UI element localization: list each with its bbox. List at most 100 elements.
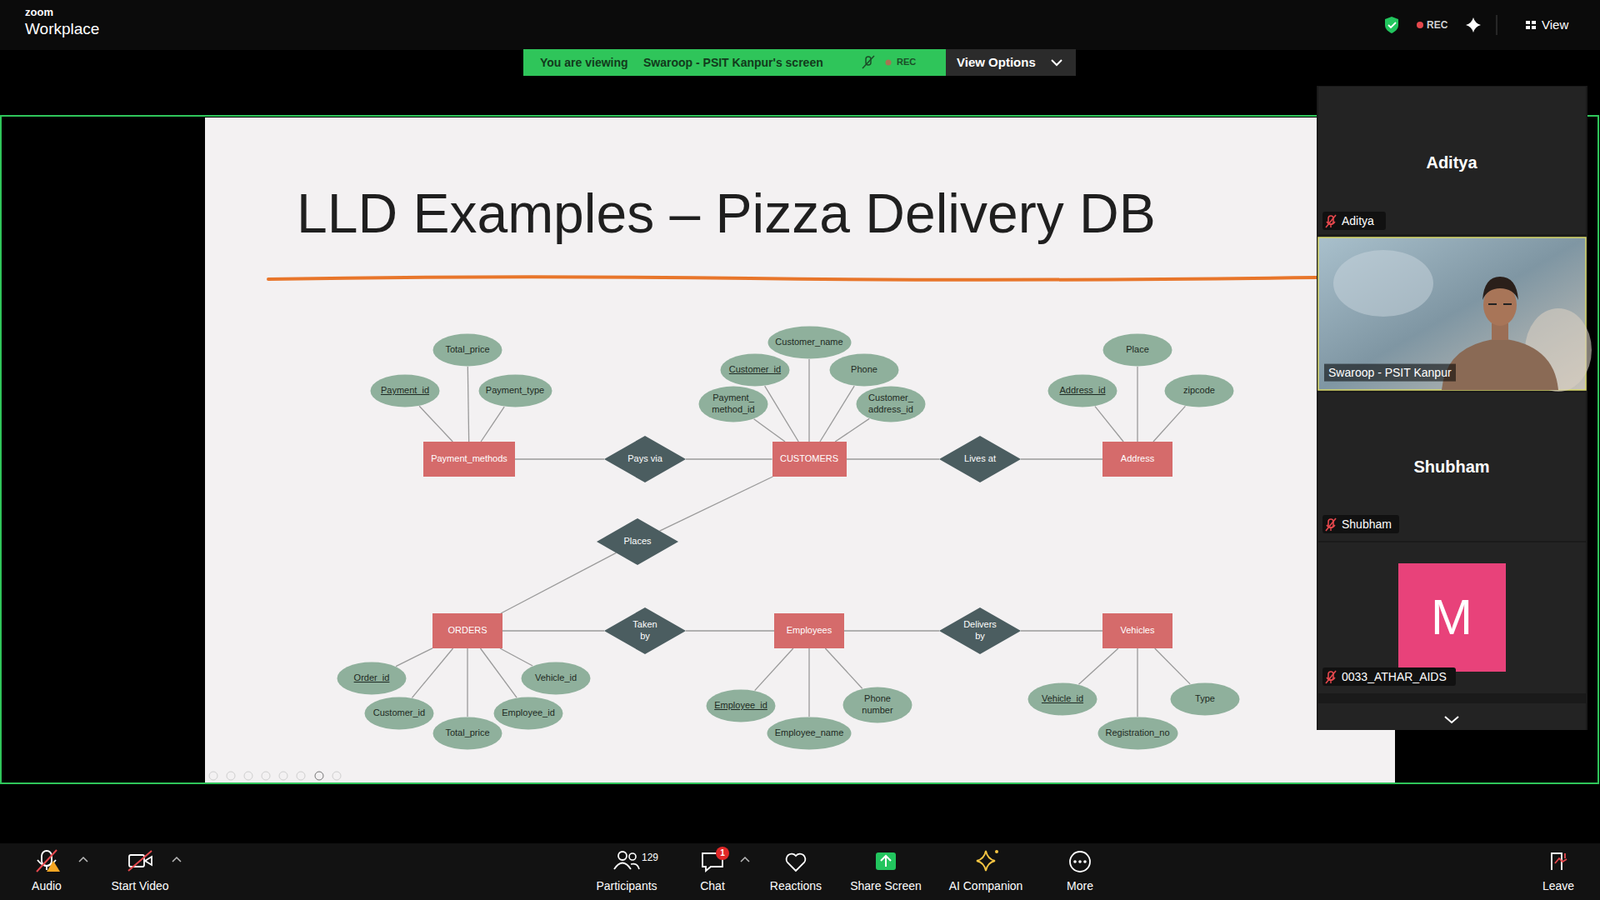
participant-label: Shubham bbox=[1341, 517, 1392, 532]
relationship-diamond: Pays via bbox=[604, 435, 686, 483]
attribute-ellipse: Address_id bbox=[1047, 374, 1118, 408]
toolbar-label: Participants bbox=[595, 879, 657, 894]
entity-box: ORDERS bbox=[432, 613, 503, 649]
relationship-diamond: Places bbox=[596, 518, 679, 565]
node-text: Delivers by bbox=[963, 619, 997, 643]
attribute-ellipse: Payment_type bbox=[478, 374, 553, 408]
attribute-ellipse: Total_price bbox=[432, 333, 503, 367]
entity-box: CUSTOMERS bbox=[772, 441, 847, 477]
participant-label: Aditya bbox=[1341, 214, 1375, 229]
node-text: Employee_id bbox=[501, 707, 555, 720]
relationship-line bbox=[755, 648, 794, 691]
relationship-line bbox=[480, 406, 505, 442]
node-text: Customer_ address_id bbox=[868, 392, 914, 416]
entity-box: Payment_methods bbox=[423, 441, 515, 477]
attribute-ellipse: Registration_no bbox=[1097, 716, 1179, 750]
relationship-line bbox=[480, 648, 517, 698]
attribute-ellipse: Payment_id bbox=[370, 374, 440, 408]
view-options-button: View Options bbox=[956, 55, 1036, 70]
relationship-diamond: Lives at bbox=[939, 435, 1021, 483]
relationship-line bbox=[660, 476, 774, 531]
attribute-ellipse: Phone bbox=[829, 353, 900, 387]
relationship-line bbox=[1078, 648, 1118, 685]
view-menu: View bbox=[1541, 17, 1569, 33]
node-text: Payment_ method_id bbox=[711, 392, 755, 416]
node-text: Vehicles bbox=[1120, 625, 1155, 637]
relationship-line bbox=[846, 458, 940, 460]
node-text: Vehicle_id bbox=[535, 672, 577, 685]
participant-label: 0033_ATHAR_AIDS bbox=[1341, 670, 1447, 685]
participant-name: Aditya bbox=[1425, 152, 1477, 173]
node-text: Vehicle_id bbox=[1041, 693, 1084, 705]
node-text: Lives at bbox=[964, 453, 996, 465]
relationship-line bbox=[419, 405, 453, 442]
relationship-line bbox=[754, 419, 785, 442]
banner-text: You are viewing bbox=[540, 55, 629, 70]
node-text: Place bbox=[1125, 344, 1150, 356]
recording-indicator: REC bbox=[1426, 19, 1448, 31]
relationship-line bbox=[515, 458, 605, 460]
attribute-ellipse: Customer_name bbox=[767, 325, 852, 360]
relationship-line bbox=[1020, 458, 1103, 460]
participant-count: 129 bbox=[641, 851, 659, 864]
slide-title: LLD Examples – Pizza Delivery DB bbox=[296, 182, 1156, 246]
attribute-ellipse: Total_price bbox=[432, 716, 503, 750]
node-text: Registration_no bbox=[1105, 727, 1170, 740]
relationship-diamond: Delivers by bbox=[939, 607, 1021, 655]
node-text: Type bbox=[1195, 693, 1215, 705]
node-text: Employee_id bbox=[714, 700, 768, 712]
toolbar-label: More bbox=[1066, 879, 1094, 894]
attribute-ellipse: Vehicle_id bbox=[1027, 682, 1098, 716]
relationship-line bbox=[466, 648, 468, 717]
entity-box: Address bbox=[1102, 441, 1173, 477]
node-text: Phone bbox=[850, 364, 878, 376]
node-text: Order_id bbox=[354, 672, 390, 685]
toolbar-label: Share Screen bbox=[850, 879, 922, 894]
toolbar-label: AI Companion bbox=[949, 879, 1024, 894]
node-text: zipcode bbox=[1183, 385, 1215, 397]
relationship-line bbox=[820, 385, 855, 442]
relationship-diamond: Taken by bbox=[604, 607, 686, 655]
attribute-ellipse: Vehicle_id bbox=[520, 661, 591, 695]
node-text: Payment_id bbox=[380, 385, 430, 397]
relationship-line bbox=[1155, 648, 1190, 685]
relationship-line bbox=[500, 648, 533, 666]
node-text: Address_id bbox=[1059, 385, 1105, 397]
relationship-line bbox=[825, 648, 862, 689]
participant-label: Swaroop - PSIT Kanpur bbox=[1324, 364, 1456, 382]
node-text: Total_price bbox=[445, 727, 490, 740]
attribute-ellipse: Employee_id bbox=[705, 689, 776, 723]
node-text: Address bbox=[1120, 453, 1155, 465]
relationship-line bbox=[1153, 405, 1185, 442]
node-text: ORDERS bbox=[447, 625, 487, 637]
attribute-ellipse: Employee_name bbox=[766, 716, 852, 750]
relationship-line bbox=[1095, 406, 1124, 442]
toolbar-label: Audio bbox=[31, 879, 62, 894]
relationship-line bbox=[1136, 366, 1138, 442]
attribute-ellipse: Employee_id bbox=[493, 696, 564, 730]
node-text: Employees bbox=[786, 625, 832, 637]
relationship-line bbox=[685, 458, 773, 460]
node-text: Places bbox=[623, 535, 651, 548]
relationship-line bbox=[808, 359, 810, 442]
relationship-line bbox=[844, 630, 940, 631]
relationship-line bbox=[765, 385, 800, 442]
node-text: Customer_id bbox=[373, 707, 425, 720]
attribute-ellipse: zipcode bbox=[1164, 374, 1235, 408]
node-text: Pays via bbox=[627, 453, 663, 465]
participant-name: Shubham bbox=[1413, 456, 1490, 477]
node-text: Payment_type bbox=[485, 385, 545, 397]
attribute-ellipse: Type bbox=[1170, 682, 1240, 716]
attribute-ellipse: Phone number bbox=[842, 686, 913, 724]
node-text: Customer_name bbox=[775, 336, 843, 349]
toolbar-label: Start Video bbox=[110, 879, 169, 894]
attribute-ellipse: Customer_id bbox=[720, 353, 790, 387]
attribute-ellipse: Customer_ address_id bbox=[855, 385, 926, 423]
relationship-line bbox=[395, 648, 433, 667]
node-text: Payment_methods bbox=[430, 453, 508, 465]
relationship-line bbox=[685, 630, 775, 631]
relationship-line bbox=[1020, 630, 1103, 631]
toolbar-label: Chat bbox=[700, 879, 725, 894]
app-name: Workplace bbox=[25, 20, 100, 40]
